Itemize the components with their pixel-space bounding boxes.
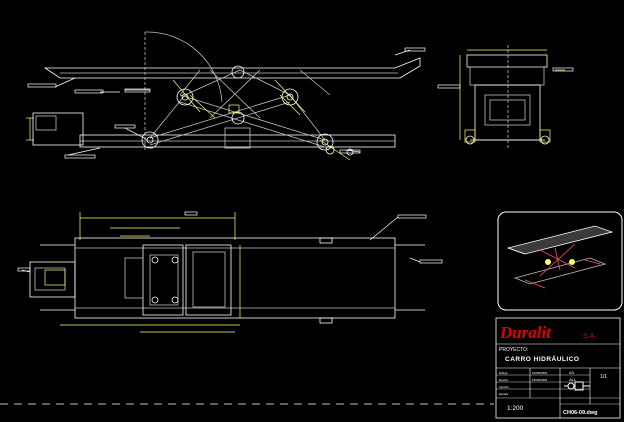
end-view-leaders <box>437 67 574 89</box>
side-view-leaders <box>27 47 426 159</box>
file-name: CH06-09.dwg <box>563 410 598 416</box>
brand-logo: Duralit <box>499 323 552 342</box>
brand-suffix: S.A. <box>583 333 596 340</box>
plan-view-leaders <box>17 211 443 273</box>
isometric-preview <box>497 211 623 311</box>
scale-value: 1:200 <box>507 405 524 412</box>
all-label: ALL <box>569 377 577 382</box>
projection-symbol-icon <box>564 381 590 391</box>
side-view-dimensions <box>26 79 351 161</box>
project-name: CARRO HIDRÁULICO <box>505 354 579 363</box>
plan-view-dimensions <box>44 212 241 333</box>
date-1: 15/05/2009 <box>532 371 547 375</box>
date-2: 15/05/2009 <box>532 378 547 382</box>
row-label-3: Aprobó <box>499 385 509 389</box>
row-label-1: Dibujó <box>499 371 508 375</box>
sheet-number: 1/1 <box>600 374 607 380</box>
row-label-2: Revisó <box>499 378 509 382</box>
title-block <box>495 317 621 419</box>
end-elevation-view <box>465 45 550 150</box>
sheet-size: A3 <box>569 370 575 375</box>
end-view-dimensions <box>459 49 565 143</box>
row-label-4: Escala <box>499 392 508 396</box>
project-label: PROYECTO: <box>499 347 528 353</box>
